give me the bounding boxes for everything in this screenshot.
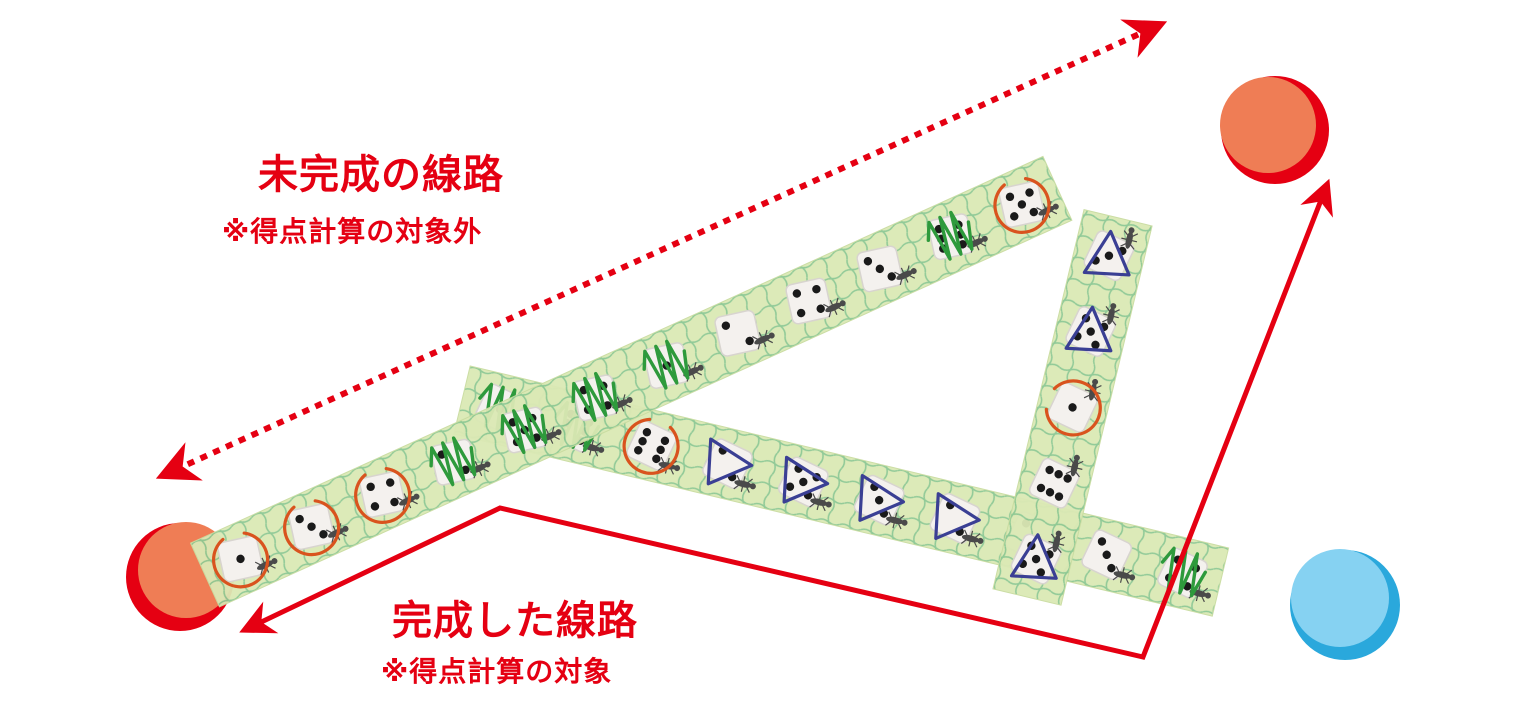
- solid-arrow-icon: [239, 178, 1333, 660]
- endpoint-orange-right-icon: [1220, 76, 1329, 184]
- die-icon: [359, 471, 407, 518]
- endpoint-blue-icon: [1290, 549, 1400, 660]
- complete-route-note: ※得点計算の対象: [381, 655, 613, 688]
- incomplete-route-note: ※得点計算の対象外: [222, 215, 483, 248]
- die-icon: [785, 277, 833, 325]
- die-icon: [714, 309, 762, 357]
- complete-route-title: 完成した線路: [392, 598, 638, 644]
- incomplete-route-title: 未完成の線路: [258, 152, 504, 198]
